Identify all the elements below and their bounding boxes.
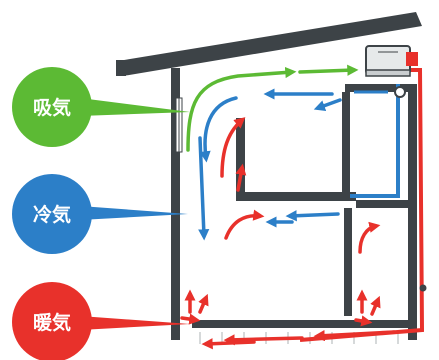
legend-intake: 吸気 (12, 67, 190, 147)
cool-arrow-mid (285, 210, 340, 222)
warm-floor-3 (201, 338, 256, 350)
roof (118, 12, 422, 76)
intake-arrow-main (186, 66, 297, 152)
inner-partition-upper (342, 92, 350, 192)
warm-arrow-right-up (358, 221, 381, 254)
cool-arrow-curve (199, 96, 238, 163)
warm-floor-2 (223, 334, 304, 346)
air-conditioner-unit-icon (365, 45, 418, 77)
intake-arrow-right (298, 64, 359, 76)
warm-vent-right-2 (370, 295, 381, 316)
warm-arrow-mid-curve (224, 209, 265, 240)
legend-warm: 暖気 (12, 282, 190, 360)
warm-label: 暖気 (33, 311, 71, 334)
ceiling-beam (345, 84, 411, 92)
cool-flow (198, 88, 342, 241)
intake-pointer (80, 98, 190, 116)
warm-vent-left-2 (198, 293, 209, 314)
warm-badge (12, 282, 92, 360)
inner-partition-lower (344, 208, 352, 316)
warm-vent-left-3 (180, 313, 201, 325)
warm-flow (180, 117, 396, 350)
warm-pointer (80, 316, 190, 330)
intake-label: 吸気 (33, 96, 71, 119)
ground-floor (192, 320, 414, 328)
cool-arrow-down (198, 136, 210, 241)
legend-cool: 冷気 (12, 174, 188, 254)
duct-joint-top (394, 86, 406, 98)
warm-arrow-left-up-2 (235, 163, 247, 192)
roof-edge (116, 60, 126, 76)
cool-duct (350, 84, 400, 198)
left-wall (171, 68, 180, 340)
house-structure (116, 12, 422, 344)
cool-arrow-top-2 (313, 98, 342, 111)
mid-floor (236, 192, 356, 201)
right-wall (408, 84, 417, 340)
duct-joint-lower (419, 284, 427, 292)
warm-arrow-left-up (220, 117, 246, 178)
t-partition-vertical (236, 118, 245, 196)
intake-flow (186, 64, 359, 152)
cool-label: 冷気 (33, 203, 71, 226)
warm-vent-right-3 (354, 315, 373, 327)
mid-floor-right (356, 200, 414, 208)
intake-badge (12, 67, 92, 147)
cool-pointer (80, 206, 188, 220)
warm-floor-1 (313, 330, 396, 342)
cool-badge (12, 174, 92, 254)
